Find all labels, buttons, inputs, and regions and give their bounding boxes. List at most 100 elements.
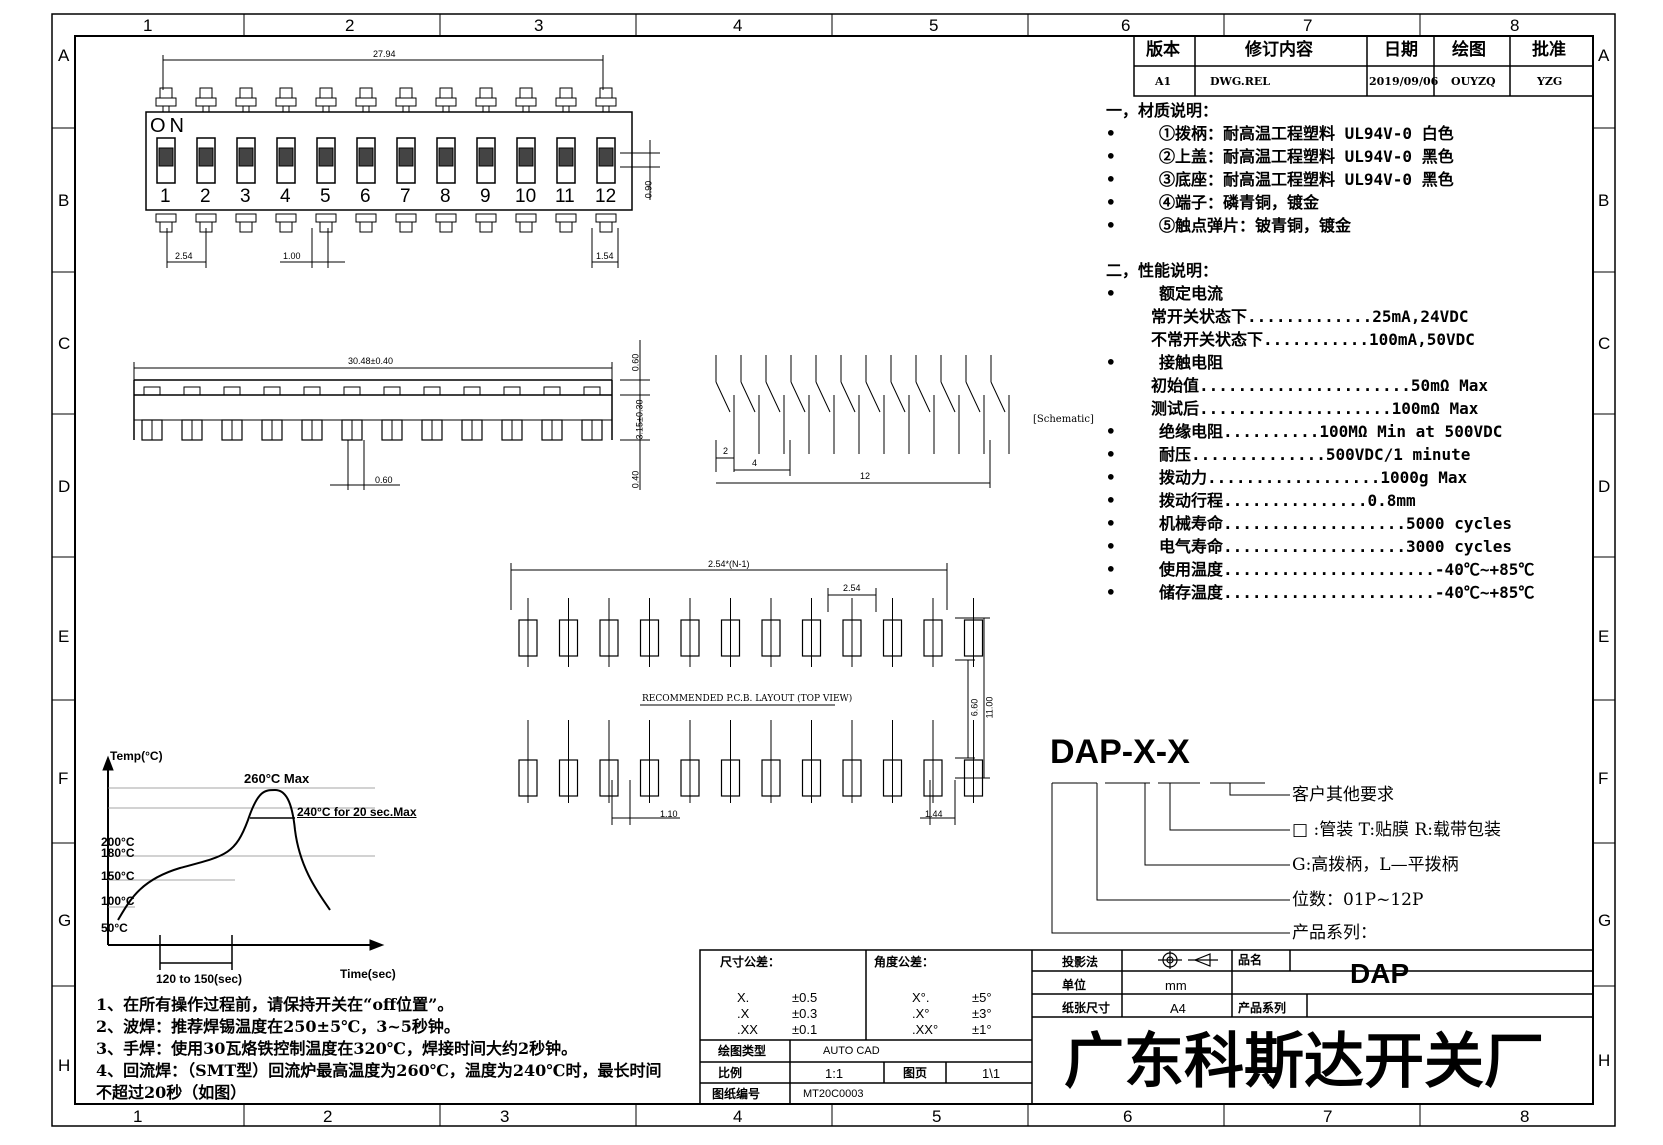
performance-bullet: •: [1106, 284, 1116, 303]
reflow-profile-chart: [102, 755, 385, 970]
pcb-upper-pad: [680, 619, 700, 657]
zone-label-right-B: B: [1598, 191, 1610, 210]
zone-label-right-E: E: [1598, 627, 1610, 646]
switch-actuator: [398, 147, 414, 167]
switch-slot: [236, 137, 256, 184]
materials-bullet: •: [1106, 170, 1116, 189]
part-code-option-3: G:高拨柄，L—平拨柄: [1292, 855, 1459, 875]
schematic-dims: [715, 440, 991, 488]
pcb-dim-pitch: 2.54: [843, 583, 861, 593]
zone-label-bottom-4: 4: [733, 1107, 743, 1126]
side-actuator: [423, 386, 441, 396]
schematic-label: [Schematic]: [1033, 414, 1094, 425]
pcb-lower-pad: [518, 759, 538, 797]
pcb-dims: [510, 563, 990, 825]
side-view-dim-pin: 0.60: [375, 475, 393, 485]
angle-row-3-key: .XX°: [912, 1022, 939, 1037]
performance-rated-2: 不常开关状态下...........100mA,50VDC: [1151, 330, 1475, 349]
top-pin: [439, 87, 453, 99]
paper-size-label: 纸张尺寸: [1062, 1001, 1111, 1015]
revision-header-drawn: 绘图: [1452, 40, 1486, 60]
materials-item-4: ④端子：磷青铜，镀金: [1159, 193, 1320, 212]
reflow-y-label: Temp(°C): [110, 749, 163, 763]
angle-row-1-value: ±5°: [972, 990, 992, 1005]
switch-slot: [316, 137, 336, 184]
materials-item-3: ③底座：耐高温工程塑料 UL94V-0 黑色: [1159, 170, 1454, 189]
schematic-switch-arm: [815, 381, 831, 413]
paper-size-value: A4: [1170, 1001, 1186, 1016]
schematic-switch-arm: [715, 381, 731, 413]
projection-label: 投影法: [1062, 955, 1099, 969]
bottom-pin: [279, 221, 293, 233]
tolerance-row-1-value: ±0.5: [792, 990, 818, 1005]
unit-label: 单位: [1062, 978, 1087, 992]
performance-bullet: •: [1106, 445, 1116, 464]
pcb-lower-pad: [680, 759, 700, 797]
pcb-lower-pad: [842, 759, 862, 797]
bottom-pin-base: [555, 213, 577, 223]
bottom-pin: [359, 221, 373, 233]
top-pin: [479, 87, 493, 99]
bottom-pin: [599, 221, 613, 233]
performance-bullet: •: [1106, 468, 1116, 487]
side-view-dim-total: 30.48±0.40: [348, 356, 393, 366]
performance-bullet: •: [1106, 422, 1116, 441]
performance-contact-2: 测试后....................100mΩ Max: [1151, 399, 1479, 418]
top-pin-base: [235, 97, 257, 107]
schematic-switch-arm: [965, 381, 981, 413]
unit-value: mm: [1165, 978, 1187, 993]
schematic-switch-arm: [915, 381, 931, 413]
bottom-pin: [399, 221, 413, 233]
outer-frame: [51, 13, 1616, 1127]
switch-actuator: [358, 147, 374, 167]
drawing-number-label: 图纸编号: [712, 1087, 761, 1101]
top-pin-base: [515, 97, 537, 107]
top-view-switches: [155, 87, 617, 233]
pcb-upper-pad: [963, 619, 984, 657]
side-actuator: [143, 386, 161, 396]
materials-item-5: ⑤触点弹片：铍青铜，镀金: [1159, 216, 1352, 235]
position-number: 11: [555, 186, 575, 207]
bottom-pin: [239, 221, 253, 233]
page-label: 图页: [903, 1066, 928, 1080]
angle-row-1-key: X°.: [912, 990, 930, 1005]
pcb-upper-pad: [761, 619, 781, 657]
pcb-upper-pad: [923, 619, 943, 657]
zone-label-bottom-3: 3: [500, 1107, 510, 1126]
zone-label-bottom-7: 7: [1323, 1107, 1333, 1126]
side-actuator: [383, 386, 401, 396]
position-number: 12: [595, 186, 617, 207]
pcb-lower-pad: [801, 759, 822, 797]
top-view-dim-end: 1.54: [596, 251, 614, 261]
part-code-leaders: [1051, 782, 1290, 934]
switch-actuator: [278, 147, 294, 167]
top-view-dim-total: 27.94: [373, 49, 396, 59]
side-actuator: [543, 386, 561, 396]
zone-label-bottom-5: 5: [932, 1107, 942, 1126]
switch-actuator: [518, 147, 534, 167]
tolerance-row-3-key: .XX: [737, 1022, 758, 1037]
top-pin: [239, 87, 253, 99]
top-pin-base: [595, 97, 617, 107]
revision-approved-value: YZG: [1537, 75, 1563, 88]
bottom-pin: [159, 221, 173, 233]
pcb-lower-pad: [963, 759, 984, 797]
performance-item-2: 耐压..............500VDC/1 minute: [1159, 445, 1471, 464]
zone-label-right-G: G: [1598, 911, 1612, 930]
schematic-switch-arm: [990, 381, 1006, 413]
pcb-lower-pad: [599, 759, 619, 797]
zone-label-right-D: D: [1598, 477, 1611, 496]
note-1: 1、在所有操作过程前，请保持开关在“off位置”。: [96, 995, 454, 1014]
switch-actuator: [198, 147, 214, 167]
reflow-temp-200: 200°C: [101, 835, 135, 849]
zone-label-top-3: 3: [534, 16, 544, 35]
performance-item-7: 使用温度......................-40℃~+85℃: [1159, 560, 1535, 579]
bottom-pin-base: [195, 213, 217, 223]
pcb-upper-pad: [558, 619, 579, 657]
materials-title: 一，材质说明：: [1106, 101, 1219, 120]
materials-bullet: •: [1106, 193, 1116, 212]
top-pin: [159, 87, 173, 99]
switch-slot: [396, 137, 416, 184]
pcb-upper-pad: [599, 619, 619, 657]
performance-bullet: •: [1106, 353, 1116, 372]
